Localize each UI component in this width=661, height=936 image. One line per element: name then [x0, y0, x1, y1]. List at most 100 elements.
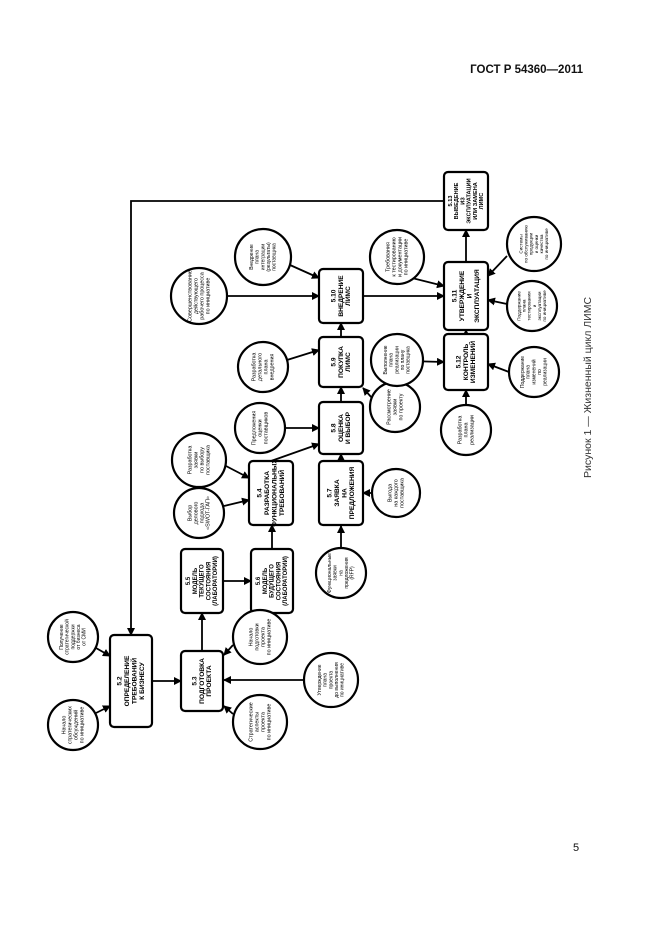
input-label-line: плана	[389, 353, 395, 367]
input-label-line: интеграции	[260, 244, 266, 271]
process-label-line: МОДЕЛЬ	[263, 567, 269, 594]
input-label-line: тестирования	[527, 291, 532, 321]
process-label-line: ТРЕБОВАНИЙ	[277, 470, 286, 516]
input-label-line: Разработка	[251, 353, 257, 382]
input-label-line: Выполнение	[383, 345, 389, 374]
input-label-line: от бизнеса	[76, 624, 82, 649]
input-label-line: по выбору	[199, 447, 205, 473]
process-label-line: 5.3	[191, 676, 198, 685]
input-label-line: по инициативе	[544, 228, 549, 260]
input-label-line: плана	[463, 422, 469, 437]
input-label-line: Выбор	[187, 505, 193, 522]
edge-c14-p510	[289, 264, 320, 279]
input-label-line: по проекту	[398, 393, 404, 420]
input-circle	[46, 610, 100, 664]
edge-p513-p52-loop	[127, 200, 444, 636]
input-label-line: по плану	[400, 349, 406, 370]
input-label-line: подготовки	[254, 623, 260, 650]
process-label-line: 5.2	[117, 676, 124, 685]
input-label-line: поддержки	[70, 624, 76, 649]
input-label-line: до выполнения	[334, 662, 340, 698]
edge-c7-p54	[223, 497, 250, 507]
edge-c2-p52	[95, 647, 111, 657]
input-label-line: по инициативе	[79, 707, 85, 744]
input-label-line: по инициативе	[542, 290, 547, 322]
input-label-line: реализации	[394, 346, 400, 374]
process-label-line: ЭКСПЛУАТАЦИЯ	[474, 269, 481, 323]
input-label-line: плана	[521, 299, 526, 312]
input-label-line: стратегической	[64, 619, 71, 655]
input-label-line: реализации	[469, 415, 475, 445]
edge-c12-p59	[286, 348, 320, 361]
input-circle	[507, 345, 561, 399]
input-label-line: по инициативе	[266, 704, 272, 741]
input-label-line: поставщика	[205, 445, 211, 475]
input-circle	[169, 266, 229, 326]
input-label-line: обсуждений	[72, 710, 79, 740]
input-label-line: поставщиков	[263, 412, 269, 445]
process-label-line: 5.11	[452, 289, 459, 302]
input-label-line: действующего	[192, 278, 199, 314]
process-label-line: ИЗ	[460, 197, 466, 205]
process-label-line: СОСТОЯНИЯ	[276, 562, 282, 600]
input-label-line: Разработка	[187, 446, 193, 475]
input-label-line: Поддержание	[520, 356, 526, 388]
input-label-line: внедрения	[269, 354, 275, 381]
process-label-line: 5.5	[186, 576, 192, 585]
process-label-line: ПОКУПКА	[338, 346, 345, 378]
process-label-line: КОНТРОЛЬ	[463, 343, 470, 380]
input-label-line: Выгода	[387, 484, 393, 502]
process-label-line: 5.8	[330, 423, 337, 432]
input-label-line: Совершенствование	[187, 270, 193, 322]
process-label-line: ПРОЕКТА	[206, 665, 213, 696]
edge-c20-p511	[487, 255, 508, 277]
input-label-line: Начало	[248, 628, 254, 647]
input-circle	[505, 215, 563, 273]
input-label-line: заявки	[392, 399, 398, 416]
input-label-line: реализации	[543, 358, 549, 386]
input-label-line: Предложения	[251, 411, 257, 446]
process-box	[442, 260, 490, 332]
process-box	[179, 547, 225, 615]
process-label-line: К БИЗНЕСУ	[139, 661, 146, 699]
input-label-line: делового	[193, 502, 199, 525]
input-label-line: и оценки	[534, 234, 539, 253]
input-label-line: плана	[255, 250, 261, 264]
connections	[95, 200, 510, 715]
process-label-line: СОСТОЯНИЯ	[206, 562, 212, 600]
process-label-line: ВНЕДРЕНИЕ	[338, 275, 345, 317]
process-label-line: 5.7	[327, 488, 334, 497]
input-label-line: поставщика	[272, 243, 278, 271]
input-label-line: Рассмотрение	[386, 389, 392, 425]
input-label-line: поставщика	[399, 478, 405, 508]
process-label-line: 5.10	[330, 289, 337, 302]
input-circle	[369, 332, 425, 388]
input-label-line: (результаты)	[266, 242, 272, 272]
input-label-line: Разработка	[457, 416, 463, 445]
input-label-line: на	[338, 570, 344, 576]
input-label-line: продукции	[529, 232, 534, 255]
edge-c18-p512	[487, 362, 510, 373]
edge-c1-p52	[95, 705, 111, 714]
input-label-line: качества	[539, 234, 544, 253]
input-label-line: проекта	[260, 627, 266, 647]
process-label-line: 5.12	[455, 355, 462, 368]
process-label-line: (ЛАБОРАТОРИИ)	[213, 556, 219, 606]
input-label-line: Начало	[61, 716, 67, 735]
input-circle	[302, 651, 360, 709]
